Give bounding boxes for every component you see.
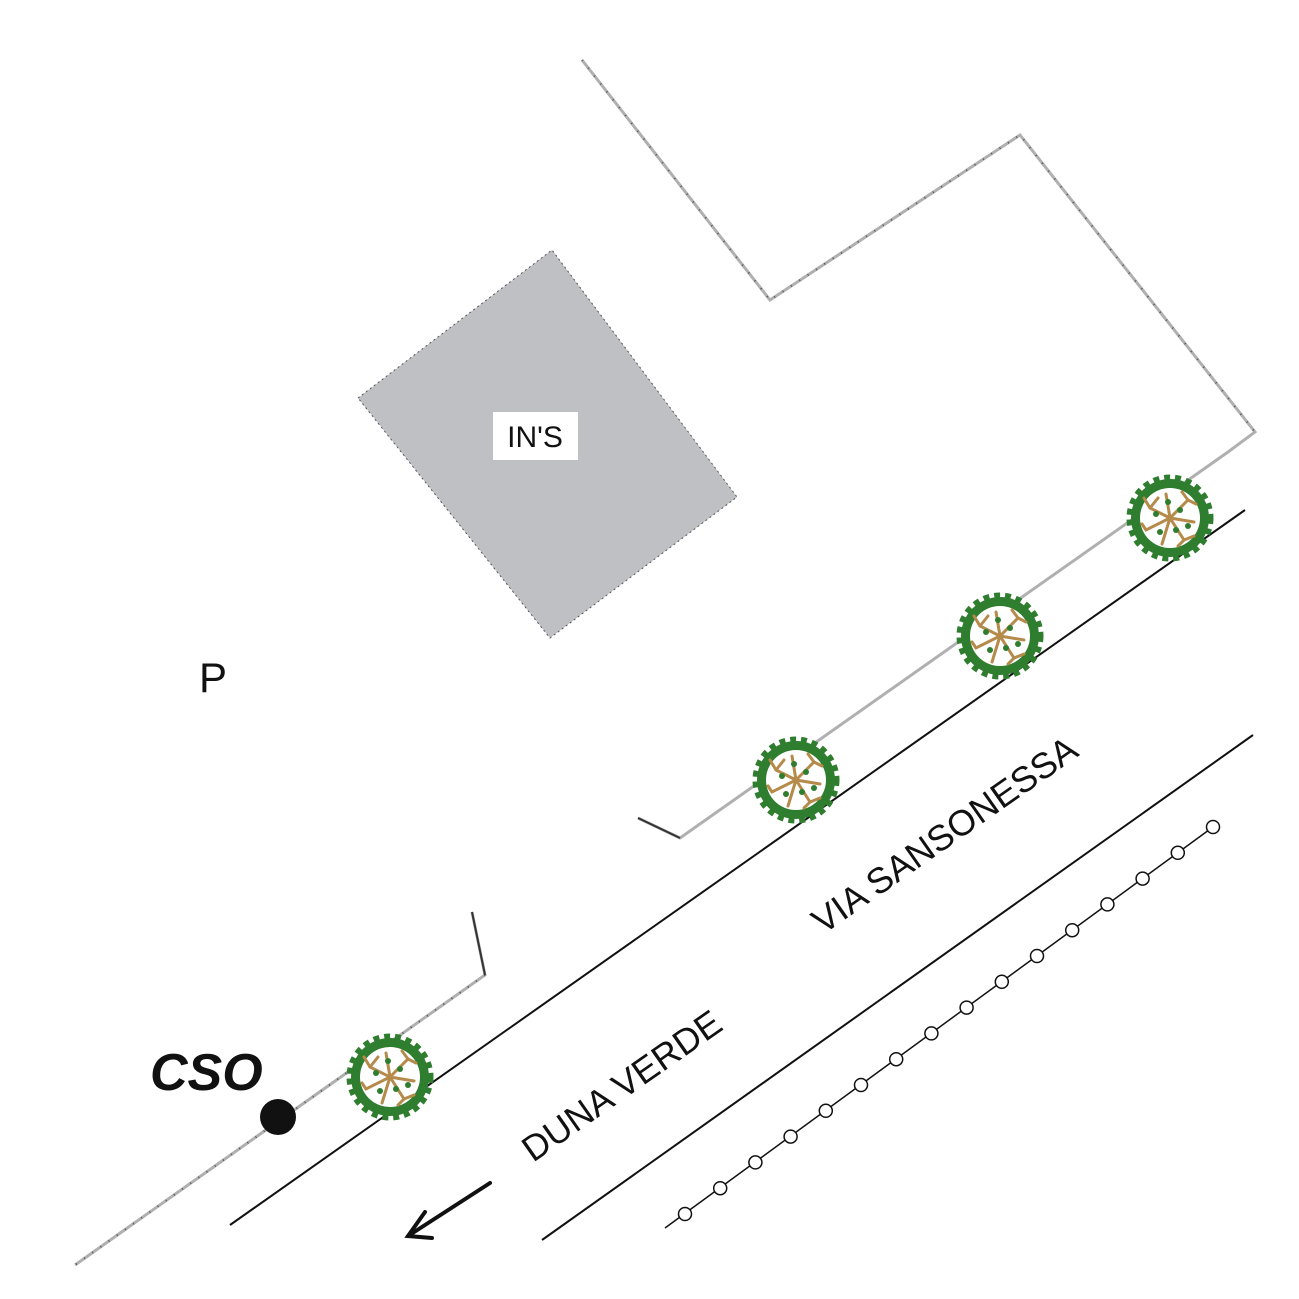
tree-icon (959, 595, 1041, 677)
utility-node (1135, 871, 1150, 886)
utility-node (924, 1026, 939, 1041)
cso-point-icon (260, 1099, 296, 1135)
utility-node (748, 1155, 763, 1170)
parking-label: P (199, 654, 227, 701)
utility-node (1170, 845, 1186, 861)
boundary-tick-lower (471, 911, 486, 976)
building-label: IN'S (507, 421, 563, 454)
tree-icon (1129, 477, 1211, 559)
locality-label: DUNA VERDE (514, 1002, 729, 1170)
utility-nodes (677, 819, 1221, 1222)
utility-node (959, 1000, 974, 1015)
utility-line (664, 819, 1221, 1229)
road-edge-south (541, 734, 1254, 1241)
utility-node (853, 1077, 869, 1093)
utility-node (1205, 819, 1221, 835)
road-edges (229, 509, 1254, 1241)
utility-node (712, 1180, 728, 1196)
utility-node (1064, 922, 1080, 938)
boundary-tick (637, 817, 681, 839)
utility-node (1100, 897, 1115, 912)
street-name-label: VIA SANSONESSA (804, 728, 1085, 942)
utility-node (677, 1206, 693, 1222)
cso-label: CSO (150, 1044, 263, 1102)
utility-node (888, 1051, 904, 1067)
utility-node (994, 974, 1010, 990)
arrow-left-icon (404, 1181, 492, 1240)
utility-node (818, 1103, 834, 1119)
utility-node (783, 1129, 798, 1144)
tree-icon (755, 739, 837, 821)
tree-icon (349, 1036, 431, 1118)
utility-node (1029, 948, 1045, 964)
building-label-background (493, 412, 578, 460)
